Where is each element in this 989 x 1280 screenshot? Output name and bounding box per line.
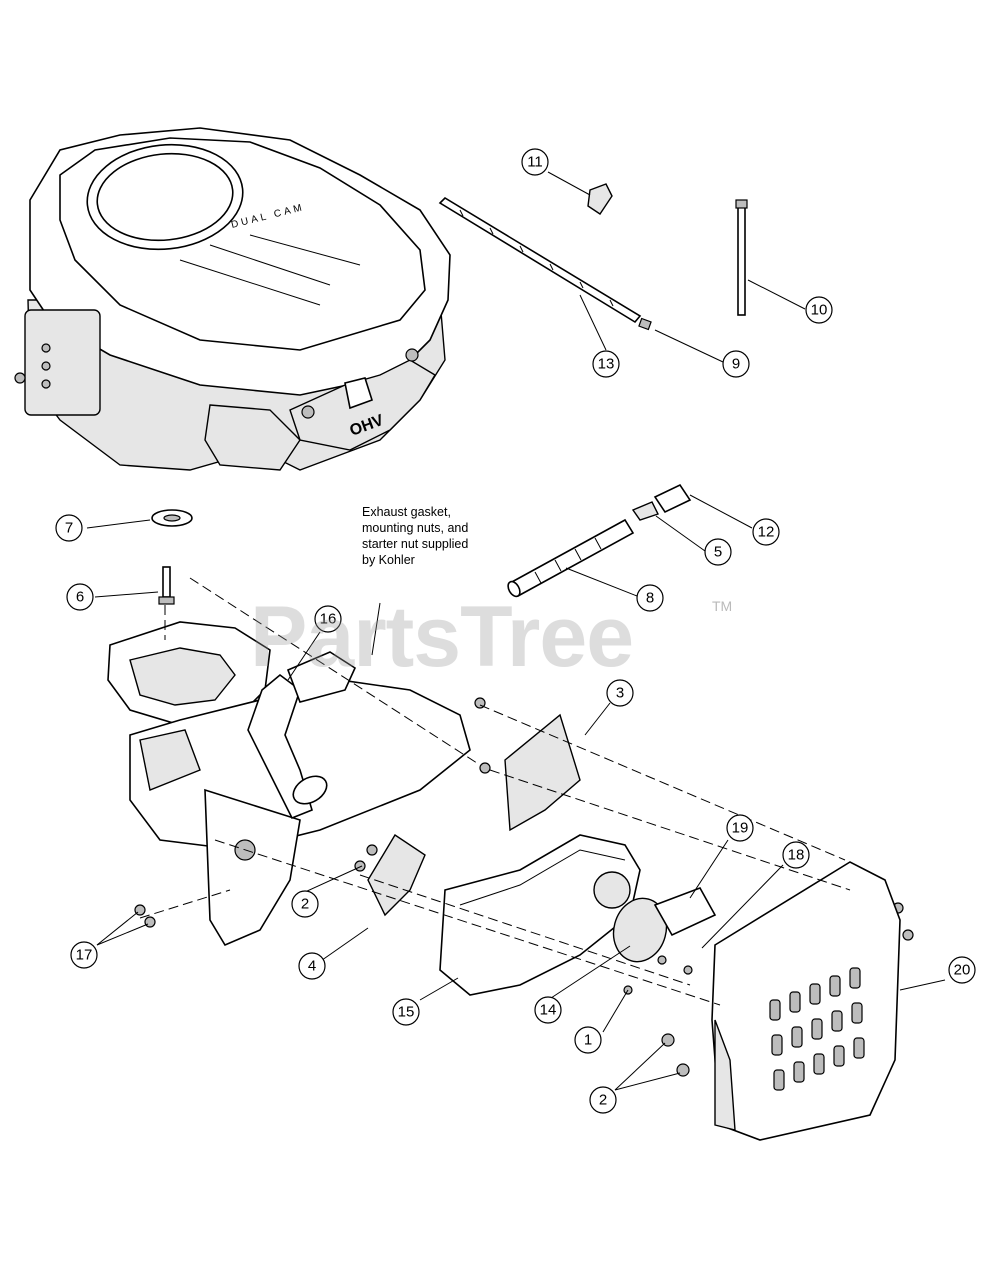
callout-14: 14 xyxy=(534,996,562,1024)
washer-and-bolt xyxy=(151,509,193,605)
svg-text:13: 13 xyxy=(598,356,615,373)
svg-text:15: 15 xyxy=(398,1004,415,1021)
callout-10: 10 xyxy=(805,296,833,324)
svg-text:6: 6 xyxy=(76,589,84,606)
svg-text:1: 1 xyxy=(584,1032,592,1049)
svg-text:12: 12 xyxy=(758,524,775,541)
svg-text:17: 17 xyxy=(76,947,93,964)
fuel-line-parts xyxy=(438,183,748,598)
callout-5: 5 xyxy=(704,538,732,566)
callout-17: 17 xyxy=(70,941,98,969)
callout-12: 12 xyxy=(752,518,780,546)
callout-19: 19 xyxy=(726,814,754,842)
callout-6: 6 xyxy=(66,583,94,611)
svg-text:20: 20 xyxy=(954,962,971,979)
callout-8: 8 xyxy=(636,584,664,612)
callout-4: 4 xyxy=(298,952,326,980)
heat-shield-vents xyxy=(769,967,865,1091)
svg-text:4: 4 xyxy=(308,958,316,975)
svg-text:2: 2 xyxy=(599,1092,607,1109)
frame-assembly xyxy=(107,621,914,1141)
svg-text:5: 5 xyxy=(714,544,722,561)
svg-text:14: 14 xyxy=(540,1002,557,1019)
svg-text:8: 8 xyxy=(646,590,654,607)
callout-18: 18 xyxy=(782,841,810,869)
svg-text:19: 19 xyxy=(732,820,749,837)
callout-20: 20 xyxy=(948,956,976,984)
svg-text:3: 3 xyxy=(616,685,624,702)
svg-text:2: 2 xyxy=(301,896,309,913)
callout-2-right: 2 xyxy=(589,1086,617,1114)
engine: DUAL CAM OHV xyxy=(14,127,451,471)
callout-1: 1 xyxy=(574,1026,602,1054)
svg-text:7: 7 xyxy=(65,520,73,537)
svg-text:10: 10 xyxy=(811,302,828,319)
callout-11: 11 xyxy=(521,148,549,176)
partstree-watermark: PartsTree xyxy=(250,589,634,685)
trademark-mark: TM xyxy=(712,598,733,614)
kohler-supply-note: Exhaust gasket, mounting nuts, and start… xyxy=(362,505,469,567)
svg-text:16: 16 xyxy=(320,611,337,628)
callouts: 1 2 2 3 4 5 6 7 8 9 10 11 12 13 14 15 16… xyxy=(55,148,976,1114)
svg-text:11: 11 xyxy=(527,154,543,171)
leader-lines xyxy=(86,171,946,1091)
callout-2-left: 2 xyxy=(291,890,319,918)
callout-3: 3 xyxy=(606,679,634,707)
callout-13: 13 xyxy=(592,350,620,378)
callout-15: 15 xyxy=(392,998,420,1026)
callout-16: 16 xyxy=(314,605,342,633)
assembly-dashed-lines xyxy=(139,577,851,1006)
callout-7: 7 xyxy=(55,514,83,542)
callout-9: 9 xyxy=(722,350,750,378)
svg-text:9: 9 xyxy=(732,356,740,373)
svg-text:18: 18 xyxy=(788,847,805,864)
